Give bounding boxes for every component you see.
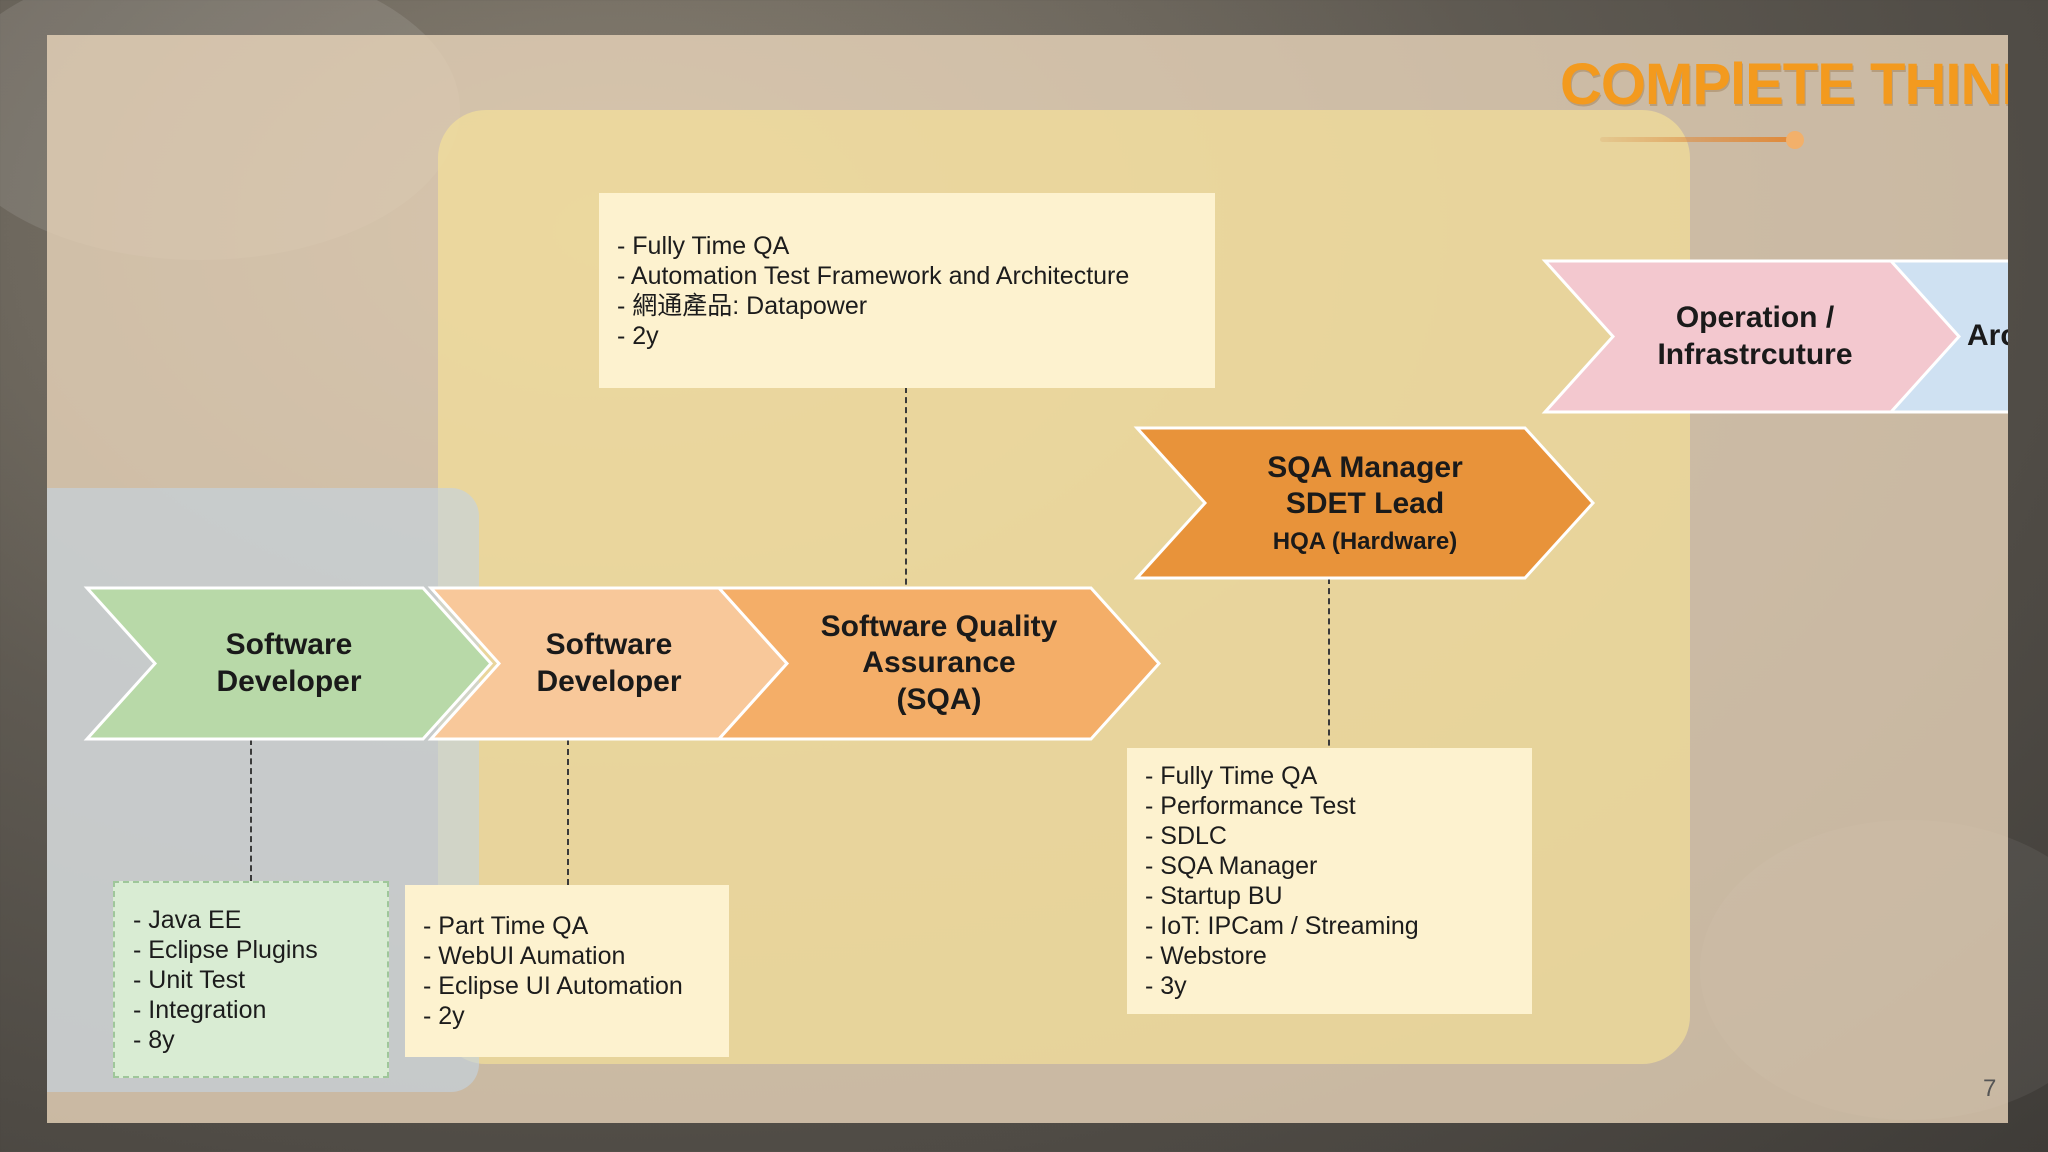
note-item: - Eclipse UI Automation <box>423 972 683 1000</box>
step-label-line2: SDET Lead <box>1285 487 1445 521</box>
note-item: - Eclipse Plugins <box>133 935 318 964</box>
note-item: - 2y <box>617 321 659 350</box>
step-chevron-ops: Operation / Infrastrcuture <box>1541 259 1968 414</box>
note-item: - Part Time QA <box>423 912 589 940</box>
step-label-line3: HQA (Hardware) <box>1272 527 1458 555</box>
note-item: - Webstore <box>1145 942 1267 970</box>
step-chevron-dev1: Software Developer <box>83 586 494 741</box>
note-dev1: - Java EE - Eclipse Plugins - Unit Test … <box>113 881 389 1078</box>
note-item: - Fully Time QA <box>1145 762 1318 790</box>
step-chevron-sqa: Software Quality Assurance (SQA) <box>715 586 1162 741</box>
step-label-line2: Developer <box>216 664 362 698</box>
note-item: - 8y <box>133 1025 175 1054</box>
step-label-line2: Developer <box>536 664 682 698</box>
note-item: - 網通產品: Datapower <box>617 291 868 320</box>
note-item: - Automation Test Framework and Architec… <box>617 261 1130 290</box>
note-item: - Fully Time QA <box>617 231 790 260</box>
slide: COMPlETE THINK Software Developer Softwa… <box>47 35 2008 1123</box>
step-label-line1: Operation / <box>1675 300 1835 334</box>
note-list: - Fully Time QA - Performance Test - SDL… <box>1145 761 1514 1001</box>
note-item: - SQA Manager <box>1145 852 1318 880</box>
logo-dot <box>1786 131 1804 149</box>
note-item: - Unit Test <box>133 965 246 994</box>
connector-sqa <box>905 387 907 625</box>
page-number: 7 <box>1983 1075 1997 1102</box>
step-label-line1: Software <box>545 627 673 661</box>
note-item: - Startup BU <box>1145 882 1283 910</box>
note-item: - Performance Test <box>1145 792 1356 820</box>
step-label-line2: Assurance <box>862 646 1016 680</box>
note-list: - Part Time QA - WebUI Aumation - Eclips… <box>423 911 711 1031</box>
note-sqa: - Fully Time QA - Automation Test Framew… <box>599 193 1215 388</box>
company-logo: COMPlETE THINK <box>1560 51 2008 161</box>
step-label-line1: Software <box>225 627 353 661</box>
connector-mgr <box>1328 578 1330 786</box>
note-list: - Fully Time QA - Automation Test Framew… <box>617 231 1197 351</box>
logo-underline <box>1600 137 1790 142</box>
note-item: - WebUI Aumation <box>423 942 626 970</box>
note-dev2: - Part Time QA - WebUI Aumation - Eclips… <box>405 885 729 1057</box>
step-label-line1: Software Quality <box>820 609 1058 643</box>
note-list: - Java EE - Eclipse Plugins - Unit Test … <box>133 905 369 1055</box>
note-item: - SDLC <box>1145 822 1227 850</box>
step-label-line3: (SQA) <box>896 682 982 716</box>
logo-text: COMPlETE THINK <box>1560 52 2008 117</box>
step-chevron-arch: Arcl <box>1887 259 2008 414</box>
connector-dev2 <box>567 739 569 885</box>
note-item: - 2y <box>423 1002 465 1030</box>
note-item: - Java EE <box>133 905 242 934</box>
note-item: - Integration <box>133 995 267 1024</box>
note-item: - 3y <box>1145 972 1187 1000</box>
step-chevron-manager: SQA Manager SDET Lead HQA (Hardware) <box>1133 426 1596 580</box>
step-label-line1: SQA Manager <box>1267 450 1463 484</box>
step-label-line1: Arcl <box>1967 319 2008 353</box>
note-manager: - Fully Time QA - Performance Test - SDL… <box>1127 748 1532 1014</box>
connector-dev1 <box>250 739 252 881</box>
note-item: - IoT: IPCam / Streaming <box>1145 912 1419 940</box>
step-label-line2: Infrastrcuture <box>1657 337 1853 371</box>
